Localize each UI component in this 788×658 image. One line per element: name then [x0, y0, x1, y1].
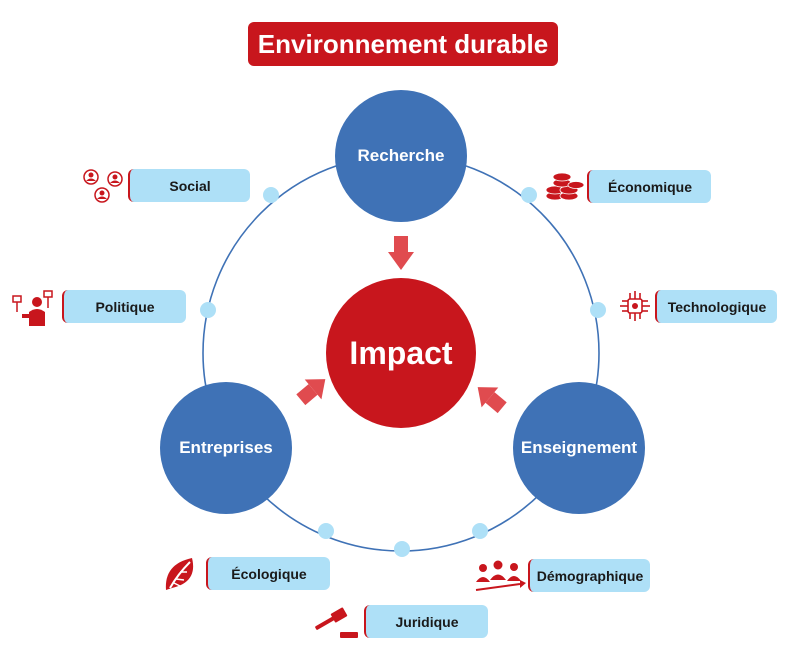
- tag-politique: Politique: [62, 290, 186, 323]
- gavel-icon: [315, 607, 358, 638]
- arrow-recherche-to-impact: [388, 236, 414, 270]
- protest-icon: [12, 290, 53, 326]
- ring-dot: [472, 523, 488, 539]
- tag-ecologique: Écologique: [206, 557, 330, 590]
- node-recherche: Recherche: [335, 90, 467, 222]
- ring-dot: [521, 187, 537, 203]
- social-icon: [83, 169, 123, 203]
- diagram-title: Environnement durable: [248, 22, 558, 66]
- ring-dot: [263, 187, 279, 203]
- circuit-chip-icon: [620, 291, 650, 321]
- ring-dot: [318, 523, 334, 539]
- tag-social: Social: [128, 169, 250, 202]
- node-impact: Impact: [326, 278, 476, 428]
- ring-dot: [590, 302, 606, 318]
- ring-dot: [200, 302, 216, 318]
- ring-dot: [394, 541, 410, 557]
- node-entreprises: Entreprises: [160, 382, 292, 514]
- arrow-entreprises-to-impact: [296, 379, 326, 406]
- coins-icon: [545, 172, 585, 201]
- arrow-enseignement-to-impact: [477, 387, 507, 414]
- tag-economique: Économique: [587, 170, 711, 203]
- node-enseignement: Enseignement: [513, 382, 645, 514]
- leaf-icon: [165, 558, 194, 590]
- demographic-people-icon: [475, 560, 526, 591]
- tag-juridique: Juridique: [364, 605, 488, 638]
- tag-technologique: Technologique: [655, 290, 777, 323]
- tag-demographique: Démographique: [528, 559, 650, 592]
